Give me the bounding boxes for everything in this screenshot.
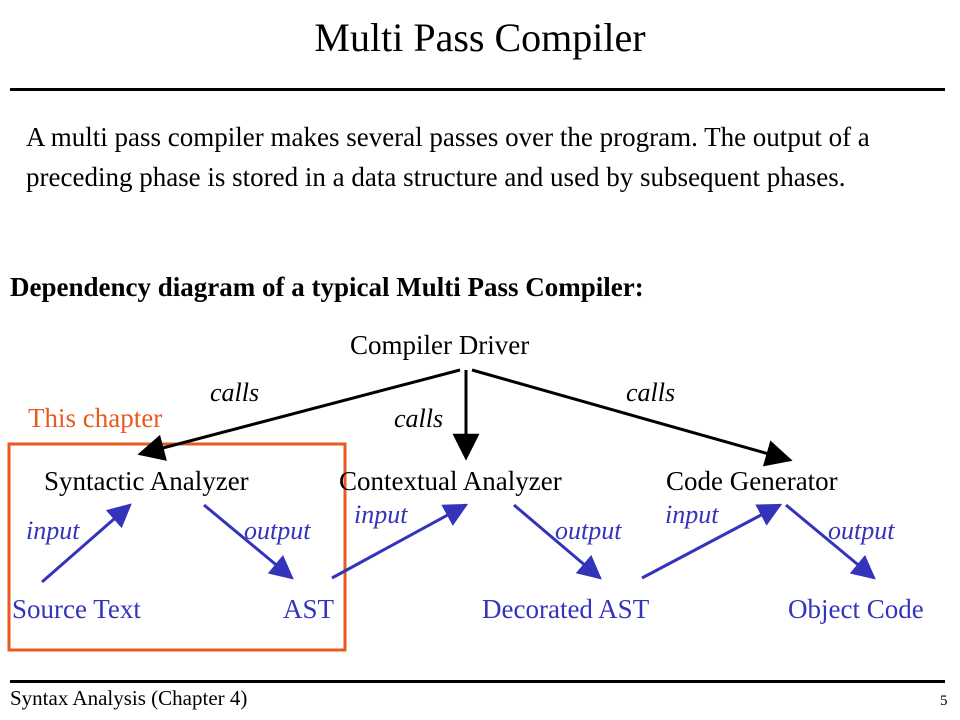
footer-divider [10, 680, 945, 683]
calls-arrow-syntactic [137, 368, 461, 461]
footer-label: Syntax Analysis (Chapter 4) [10, 686, 248, 710]
diagram-heading: Dependency diagram of a typical Multi Pa… [10, 272, 644, 302]
input-arrow-source-text [41, 503, 132, 584]
title-divider [10, 88, 945, 91]
calls-label-middle: calls [394, 404, 444, 433]
source-text-node: Source Text [12, 594, 141, 624]
contextual-analyzer-node: Contextual Analyzer [339, 466, 562, 496]
output-label-3: output [828, 516, 895, 545]
ast-node: AST [283, 594, 335, 624]
code-generator-node: Code Generator [666, 466, 838, 496]
output-label-2: output [555, 516, 622, 545]
compiler-driver-node: Compiler Driver [350, 330, 530, 360]
slide-title: Multi Pass Compiler [314, 15, 646, 60]
input-label-2: input [354, 500, 408, 529]
syntactic-analyzer-node: Syntactic Analyzer [44, 466, 249, 496]
decorated-ast-node: Decorated AST [482, 594, 650, 624]
input-label-1: input [26, 516, 80, 545]
output-arrow-object-code [785, 503, 876, 580]
intro-paragraph: A multi pass compiler makes several pass… [26, 122, 870, 192]
calls-label-left: calls [210, 378, 260, 407]
calls-arrow-codegen [471, 368, 793, 467]
output-arrow-decorated-ast [513, 503, 602, 580]
output-arrow-ast [203, 503, 294, 580]
output-label-1: output [244, 516, 311, 545]
input-arrow-decorated-ast [641, 503, 783, 580]
calls-label-right: calls [626, 378, 676, 407]
input-arrow-ast [331, 503, 469, 580]
input-label-3: input [665, 500, 719, 529]
object-code-node: Object Code [788, 594, 924, 624]
this-chapter-label: This chapter [28, 403, 163, 433]
slide-number: 5 [940, 693, 948, 709]
